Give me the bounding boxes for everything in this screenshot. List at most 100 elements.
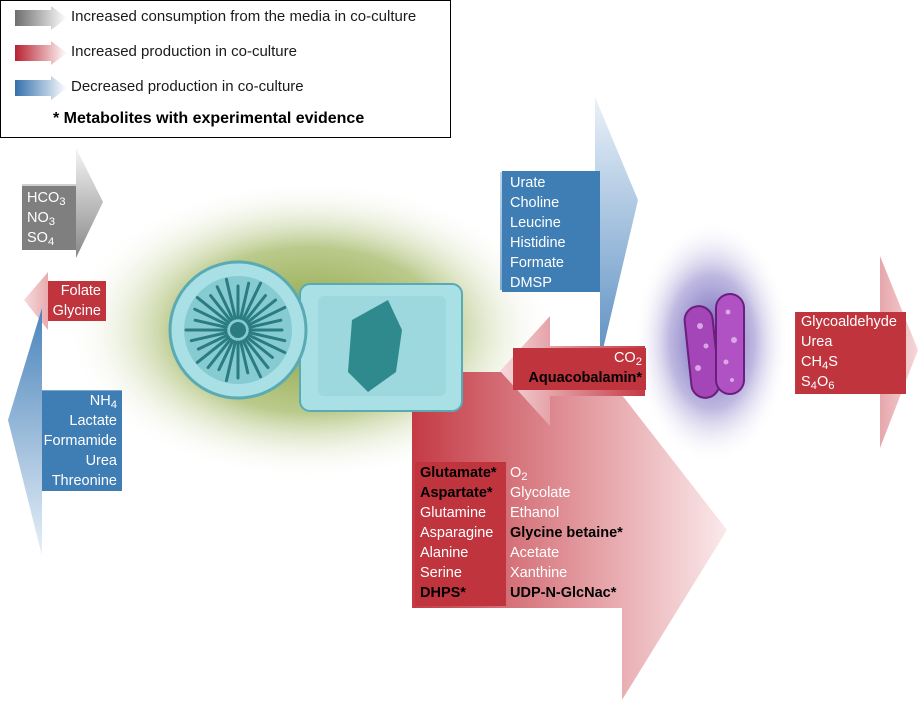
metabolite-label: Aquacobalamin* <box>513 368 642 388</box>
diatom-ray <box>195 296 231 325</box>
metabolite-subscript: 6 <box>828 379 835 392</box>
metabolite-text: Lactate <box>69 413 117 429</box>
metabolite-label: Formate <box>510 253 600 273</box>
metabolite-text: Glycine betaine* <box>510 525 623 541</box>
metabolite-text: Formate <box>510 255 564 271</box>
metabolite-label: NH4 <box>42 391 117 411</box>
legend-label: Decreased production in co-culture <box>71 78 304 95</box>
diatom-ray <box>241 339 263 379</box>
metabolite-label: Glycolate <box>510 483 646 503</box>
metabolite-text: Formamide <box>43 433 117 449</box>
metabolite-label: Asparagine <box>420 523 506 543</box>
metabolite-text: Glycolate <box>510 485 571 501</box>
metabolite-label: HCO3 <box>27 188 76 208</box>
bacteria-increased-arrow <box>412 372 727 700</box>
metabolite-label: Aspartate* <box>420 483 506 503</box>
metabolite-label: Urea <box>801 332 906 352</box>
diatom-ray <box>245 335 274 359</box>
metabolite-subscript: 4 <box>47 235 55 248</box>
metabolite-label: Acetate <box>510 543 646 563</box>
metabolite-subscript: 2 <box>635 355 642 368</box>
metabolite-label: DHPS* <box>420 583 506 603</box>
metabolite-text: SO <box>27 230 48 246</box>
metabolite-label: SO4 <box>27 228 76 248</box>
metabolite-text: Urea <box>85 453 117 469</box>
metabolite-label: Leucine <box>510 213 600 233</box>
metabolite-text: S <box>801 374 811 390</box>
diatom-ray <box>189 331 228 343</box>
metabolite-text: Ethanol <box>510 505 560 521</box>
metabolite-label: Formamide <box>42 431 117 451</box>
metabolite-text: Acetate <box>510 545 560 561</box>
diatom-ray <box>206 337 233 370</box>
metabolite-subscript: 3 <box>59 195 66 208</box>
diatom-rays <box>184 277 287 383</box>
metabolite-text: Threonine <box>51 473 117 489</box>
diatom-ray <box>215 285 235 321</box>
metabolite-text: HCO <box>27 190 60 206</box>
legend-label: Increased production in co-culture <box>71 43 297 60</box>
metabolite-text: NH <box>89 393 111 409</box>
metabolite-label: CO2 <box>513 348 642 368</box>
legend: Increased consumption from the media in … <box>0 0 451 138</box>
diatom-ray <box>239 340 250 375</box>
diatom-ray <box>239 281 251 320</box>
metabolite-label: UDP-N-GlcNac* <box>510 583 646 603</box>
diatom-ray <box>196 333 229 351</box>
metabolite-label: Lactate <box>42 411 117 431</box>
diatom-ray <box>193 318 228 329</box>
diatom-ray <box>248 318 283 329</box>
diatom-ray <box>193 307 229 327</box>
metabolite-text: Alanine <box>420 545 469 561</box>
metabolite-text: Folate <box>60 283 101 299</box>
metabolite-label: Folate <box>48 281 101 301</box>
diatom-chloroplast <box>348 300 402 392</box>
metabolite-label: Histidine <box>510 233 600 253</box>
metabolite-subscript: 3 <box>48 215 56 228</box>
metabolite-text: CO <box>613 350 636 366</box>
metabolite-label: Glutamine <box>420 503 506 523</box>
metabolite-label: Serine <box>420 563 506 583</box>
metabolite-text: Glycoaldehyde <box>801 314 897 330</box>
diatom-ray <box>245 298 278 325</box>
metabolite-text: Glutamate* <box>420 465 497 481</box>
metabolite-label: O2 <box>510 463 646 483</box>
metabolite-text: CH <box>801 354 822 370</box>
metabolite-text: Glycine <box>52 303 101 319</box>
bacteria-cells <box>683 293 745 399</box>
diatom-ray <box>247 333 287 355</box>
metabolite-subscript: 4 <box>821 359 829 372</box>
diatom-ray <box>217 339 235 372</box>
metabolite-text: Xanthine <box>510 565 568 581</box>
metabolite-label: Glycine betaine* <box>510 523 646 543</box>
diatom-ray <box>224 277 237 320</box>
metabolite-label: CH4S <box>801 352 906 372</box>
metabolite-text: Urea <box>801 334 833 350</box>
metabolite-label: Glycine <box>48 301 101 321</box>
diatom-ray <box>241 281 263 321</box>
metabolite-text: S <box>828 354 838 370</box>
metabolite-text: Glutamine <box>420 505 487 521</box>
metabolite-label: Glutamate* <box>420 463 506 483</box>
metabolite-label: DMSP <box>510 273 600 293</box>
metabolite-text: UDP-N-GlcNac* <box>510 585 617 601</box>
metabolite-label: Alanine <box>420 543 506 563</box>
metabolite-text: O <box>816 374 829 390</box>
metabolite-label: NO3 <box>27 208 76 228</box>
metabolite-text: DMSP <box>510 275 552 291</box>
metabolite-text: Aquacobalamin* <box>528 370 642 386</box>
diatom-ray <box>224 340 237 383</box>
legend-arrow-red <box>15 41 67 65</box>
metabolite-text: Urate <box>510 175 546 191</box>
metabolite-label: Choline <box>510 193 600 213</box>
diatom-cell <box>168 260 463 412</box>
metabolite-label: S4O6 <box>801 372 906 392</box>
metabolite-text: NO <box>27 210 49 226</box>
metabolite-text: Aspartate* <box>420 485 493 501</box>
